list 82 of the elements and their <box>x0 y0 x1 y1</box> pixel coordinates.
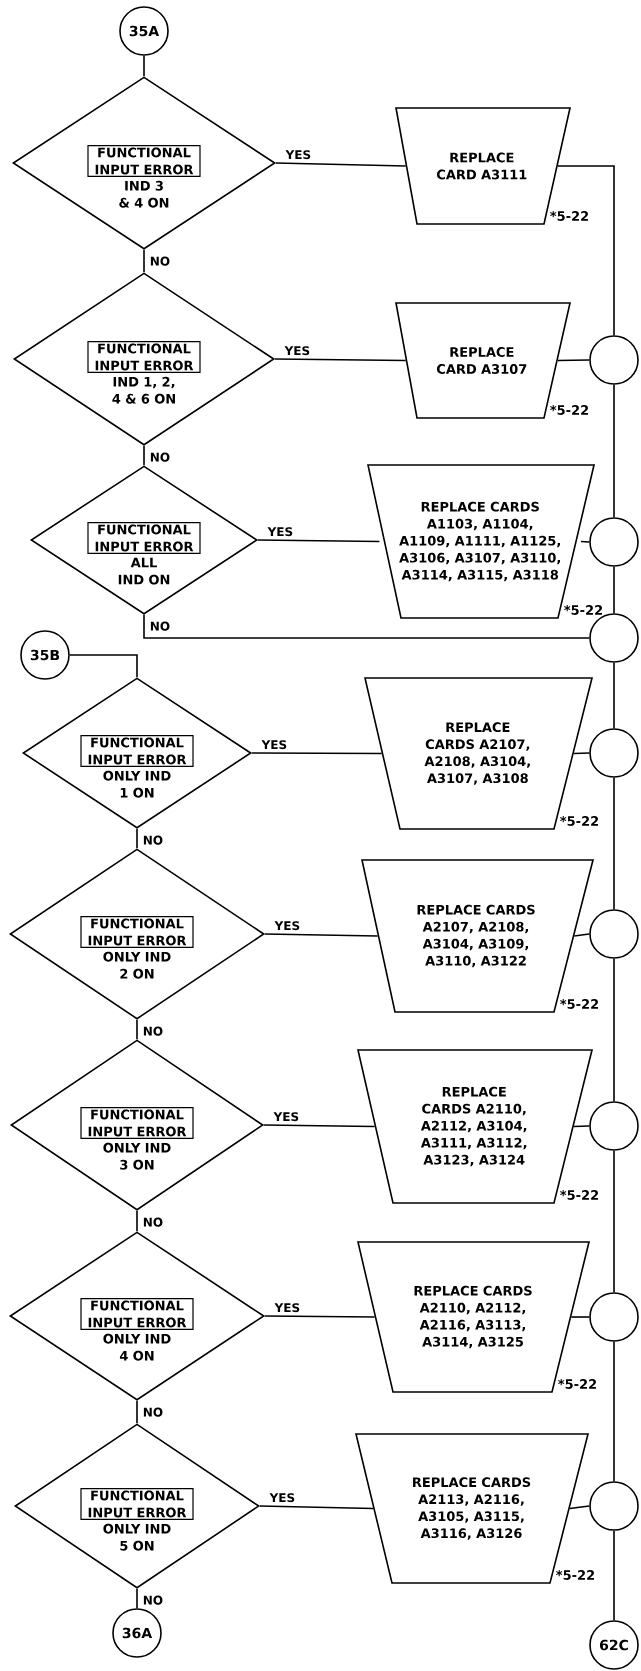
connector-line <box>143 614 590 639</box>
connector-line <box>613 662 615 729</box>
connector-line <box>264 933 379 937</box>
boxed-label: FUNCTIONAL INPUT ERROR <box>87 340 201 373</box>
edge-label: NO <box>150 452 170 462</box>
edge-label: NO <box>143 1217 163 1227</box>
junction-circle <box>589 613 639 663</box>
boxed-label: FUNCTIONAL INPUT ERROR <box>80 1488 194 1520</box>
edge-label: YES <box>285 150 311 160</box>
connector-line <box>143 55 145 77</box>
condition-text: ALL IND ON <box>118 557 170 585</box>
connector-line <box>136 1588 138 1609</box>
condition-text: IND 1, 2, 4 & 6 ON <box>112 376 175 404</box>
connector-line <box>274 358 407 362</box>
edge-label: NO <box>150 256 170 266</box>
condition-text: ONLY IND 4 ON <box>103 1333 171 1361</box>
boxed-label: FUNCTIONAL INPUT ERROR <box>87 522 201 554</box>
reference-note: *5-22 <box>556 1570 594 1580</box>
connector-line <box>69 654 138 678</box>
reference-note: *5-22 <box>550 211 588 221</box>
junction-circle <box>589 1481 639 1531</box>
connector-line <box>613 1341 615 1482</box>
reference-note: *5-22 <box>558 1379 596 1389</box>
connector-line <box>580 540 590 543</box>
junction-circle <box>589 909 639 959</box>
boxed-label: FUNCTIONAL INPUT ERROR <box>80 1298 194 1330</box>
junction-circle <box>589 517 639 567</box>
connector-line <box>613 1150 615 1293</box>
condition-text: IND 3 & 4 ON <box>119 180 169 208</box>
connector-line <box>573 933 590 937</box>
condition-text: ONLY IND 2 ON <box>103 951 171 979</box>
connector-line <box>570 1316 590 1318</box>
connector-line <box>613 566 615 614</box>
edge-label: YES <box>274 921 300 931</box>
connector-line <box>136 1210 138 1232</box>
connector-line <box>573 752 590 755</box>
edge-label: NO <box>143 1407 163 1417</box>
edge-label: YES <box>269 1493 295 1503</box>
connector-line <box>264 1315 376 1318</box>
edge-label: NO <box>150 621 170 631</box>
connector-line <box>251 752 383 755</box>
connector-line <box>263 1124 376 1128</box>
boxed-label: FUNCTIONAL INPUT ERROR <box>80 735 194 767</box>
junction-circle <box>589 335 639 385</box>
connector-line <box>136 1400 138 1424</box>
edge-label: YES <box>261 740 287 750</box>
edge-label: NO <box>143 1026 163 1036</box>
connector-line <box>613 384 615 518</box>
connector-line <box>275 162 407 167</box>
edge-label: YES <box>284 346 310 356</box>
connector-line <box>143 445 145 466</box>
reference-note: *5-22 <box>560 816 598 826</box>
connector-line <box>136 1019 138 1040</box>
connector-line <box>557 359 590 362</box>
edge-label: NO <box>143 835 163 845</box>
junction-circle <box>589 1292 639 1342</box>
connector-line <box>613 1530 615 1621</box>
connector-line <box>257 539 381 543</box>
boxed-label: FUNCTIONAL INPUT ERROR <box>80 916 194 948</box>
boxed-label: FUNCTIONAL INPUT ERROR <box>87 144 201 177</box>
connector-line <box>136 828 138 849</box>
reference-note: *5-22 <box>550 405 588 415</box>
connector-line <box>572 1125 590 1128</box>
reference-note: *5-22 <box>560 1190 598 1200</box>
edge-label: YES <box>273 1112 299 1122</box>
condition-text: ONLY IND 3 ON <box>103 1142 171 1170</box>
junction-circle <box>589 1101 639 1151</box>
connector-line <box>259 1505 374 1510</box>
edge-label: YES <box>267 527 293 537</box>
reference-note: *5-22 <box>564 605 602 615</box>
connector-line <box>143 249 145 273</box>
condition-text: ONLY IND 5 ON <box>103 1523 171 1551</box>
reference-note: *5-22 <box>560 999 598 1009</box>
boxed-label: FUNCTIONAL INPUT ERROR <box>80 1107 194 1139</box>
connector-line <box>613 958 615 1102</box>
connector-line <box>613 777 615 910</box>
edge-label: NO <box>143 1595 163 1605</box>
condition-text: ONLY IND 1 ON <box>103 770 171 798</box>
edge-label: YES <box>274 1303 300 1313</box>
connector-line <box>557 165 615 336</box>
connector-line <box>569 1505 590 1510</box>
junction-circle <box>589 728 639 778</box>
